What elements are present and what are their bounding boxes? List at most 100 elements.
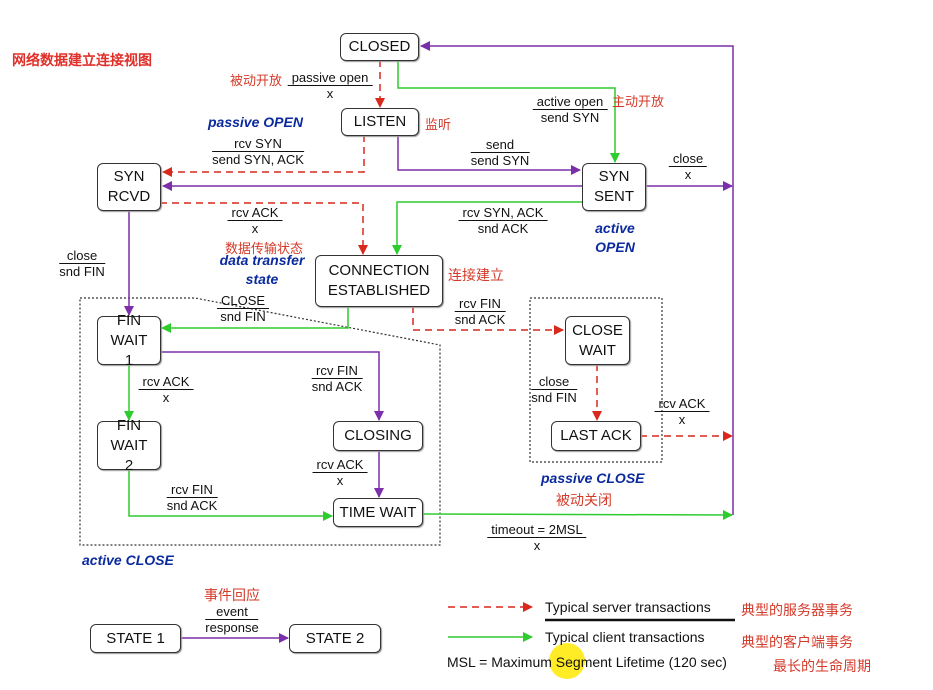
response: x [162, 390, 170, 405]
cn-passive-close: 被动关闭 [556, 492, 612, 508]
legend-client: Typical client transactions [545, 629, 705, 645]
edge-established-finwait1 [161, 306, 349, 333]
cn-msl: 最长的生命周期 [773, 658, 871, 674]
event: send [470, 137, 530, 153]
phase-line: active [595, 220, 635, 236]
cursor-highlight [549, 643, 585, 679]
state-label: CONNECTION ESTABLISHED [327, 262, 431, 299]
response: x [251, 221, 259, 236]
legend-state-1: STATE 1 [90, 624, 181, 653]
response: x [678, 412, 686, 427]
response: snd FIN [220, 309, 266, 324]
edge-synsent-established [392, 201, 582, 255]
state-closed: CLOSED [340, 33, 419, 61]
cn-data-transfer: 数据传输状态 [225, 241, 304, 256]
edge-established-closewait [412, 306, 564, 335]
passive-close-region [529, 297, 663, 463]
state-fin-wait-1: FIN WAIT 1 [97, 312, 161, 369]
legend-state-2: STATE 2 [289, 624, 381, 653]
state-time-wait: TIME WAIT [333, 498, 423, 527]
state-close-wait: CLOSE WAIT [565, 316, 630, 365]
response: snd FIN [531, 390, 577, 405]
event: rcv FIN [311, 363, 363, 379]
edge-finwait1-closing [160, 351, 384, 421]
page-title: 网络数据建立连接视图 [12, 52, 152, 68]
phase-line: state [245, 271, 279, 287]
response: x [533, 538, 541, 553]
state-label: LISTEN [353, 113, 407, 130]
state-established: CONNECTION ESTABLISHED [315, 255, 443, 307]
legend-server: Typical server transactions [545, 599, 711, 615]
edge-listen-synsent [397, 135, 581, 175]
cn-established: 连接建立 [448, 267, 504, 283]
state-syn-sent: SYN SENT [582, 163, 646, 211]
state-label: TIME WAIT [339, 503, 417, 521]
state-last-ack: LAST ACK [551, 421, 641, 451]
state-label: CLOSE WAIT [572, 321, 623, 359]
event: rcv FIN [166, 482, 218, 498]
state-fin-wait-2: FIN WAIT 2 [97, 417, 161, 474]
phase-active-close: active CLOSE [82, 552, 174, 568]
event: passive open [287, 70, 373, 86]
event: close [668, 151, 708, 167]
event: rcv SYN, ACK [458, 205, 548, 221]
phase-line: data transfer [219, 252, 305, 268]
edge-to-closed [420, 41, 734, 515]
cn-listen: 监听 [425, 117, 452, 132]
state-label: FIN WAIT 1 [110, 311, 148, 369]
response: response [205, 620, 259, 635]
event: rcv ACK [227, 205, 283, 221]
phase-passive-close: passive CLOSE [541, 470, 645, 486]
response: send SYN, ACK [212, 152, 304, 167]
event: rcv ACK [312, 457, 368, 473]
event: close [531, 374, 577, 390]
state-label: SYN SENT [593, 168, 634, 205]
response: send SYN [540, 110, 600, 125]
event: rcv ACK [138, 374, 194, 390]
phase-passive-open: passive OPEN [208, 114, 303, 130]
state-label: CLOSED [348, 38, 411, 55]
response: snd ACK [454, 312, 506, 327]
cn-client: 典型的客户端事务 [741, 634, 853, 650]
active-close-region [79, 297, 441, 546]
response: x [326, 86, 334, 101]
response: snd ACK [477, 221, 529, 236]
event: rcv FIN [454, 296, 506, 312]
edge-timewait-closed [421, 509, 733, 520]
state-label: LAST ACK [560, 427, 632, 444]
event: rcv SYN [212, 136, 304, 152]
response: x [684, 167, 692, 182]
event: active open [532, 94, 608, 110]
cn-active-open: 主动开放 [612, 94, 665, 109]
state-label: STATE 2 [305, 629, 365, 647]
state-closing: CLOSING [333, 421, 423, 451]
edge-finwait2-timewait [128, 469, 333, 521]
cn-server: 典型的服务器事务 [741, 602, 853, 618]
event: CLOSE [216, 293, 270, 309]
state-label: FIN WAIT 2 [110, 416, 148, 474]
response: snd ACK [166, 498, 218, 513]
event: close [59, 248, 105, 264]
state-label: STATE 1 [106, 629, 165, 647]
state-label: CLOSING [344, 427, 412, 444]
response: x [336, 473, 344, 488]
edge-listen-synrcvd [162, 135, 365, 177]
response: snd ACK [311, 379, 363, 394]
